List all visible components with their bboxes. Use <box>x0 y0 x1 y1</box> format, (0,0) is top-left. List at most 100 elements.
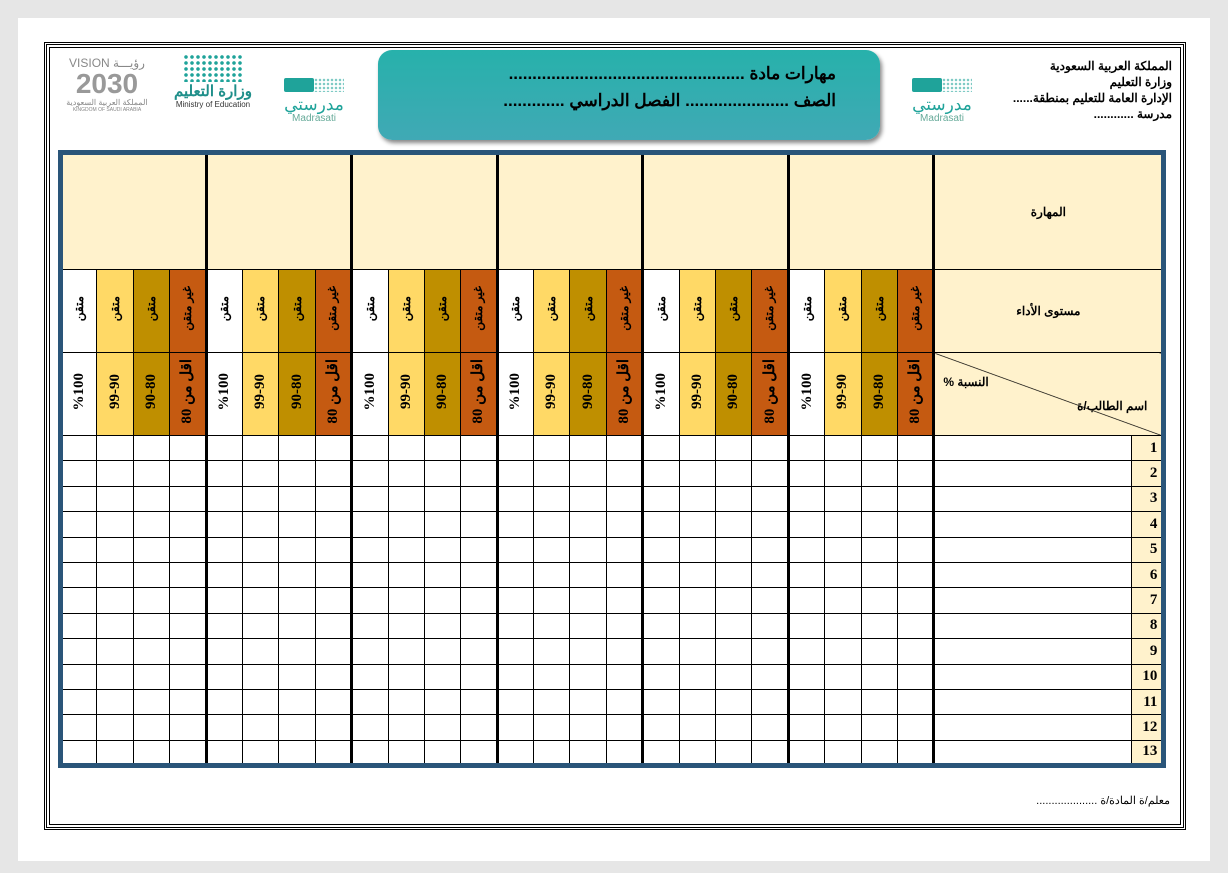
score-cell[interactable] <box>533 434 571 462</box>
score-cell[interactable] <box>132 612 171 640</box>
score-cell[interactable] <box>132 536 171 563</box>
score-cell[interactable] <box>204 612 243 640</box>
score-cell[interactable] <box>860 688 898 716</box>
score-cell[interactable] <box>350 587 389 614</box>
score-cell[interactable] <box>824 485 862 513</box>
score-cell[interactable] <box>132 485 171 513</box>
score-cell[interactable] <box>605 485 644 513</box>
score-cell[interactable] <box>896 460 935 487</box>
score-cell[interactable] <box>278 663 316 690</box>
score-cell[interactable] <box>786 688 826 716</box>
score-cell[interactable] <box>751 714 789 741</box>
score-cell[interactable] <box>460 511 498 538</box>
skill-cell[interactable] <box>495 152 644 270</box>
score-cell[interactable] <box>132 511 171 538</box>
score-cell[interactable] <box>860 485 898 513</box>
score-cell[interactable] <box>641 536 680 563</box>
score-cell[interactable] <box>715 434 753 462</box>
score-cell[interactable] <box>533 485 571 513</box>
score-cell[interactable] <box>751 638 789 665</box>
score-cell[interactable] <box>641 460 680 487</box>
score-cell[interactable] <box>132 460 171 487</box>
score-cell[interactable] <box>314 612 353 640</box>
score-cell[interactable] <box>387 460 425 487</box>
score-cell[interactable] <box>569 561 607 589</box>
score-cell[interactable] <box>241 536 280 563</box>
score-cell[interactable] <box>204 688 243 716</box>
score-cell[interactable] <box>59 714 98 741</box>
score-cell[interactable] <box>278 714 316 741</box>
student-name-cell[interactable] <box>932 460 1133 487</box>
score-cell[interactable] <box>387 688 425 716</box>
score-cell[interactable] <box>896 587 935 614</box>
score-cell[interactable] <box>824 739 862 767</box>
score-cell[interactable] <box>569 460 607 487</box>
score-cell[interactable] <box>59 739 98 767</box>
score-cell[interactable] <box>860 638 898 665</box>
score-cell[interactable] <box>605 511 644 538</box>
score-cell[interactable] <box>641 714 680 741</box>
score-cell[interactable] <box>204 460 243 487</box>
score-cell[interactable] <box>132 434 171 462</box>
score-cell[interactable] <box>824 434 862 462</box>
score-cell[interactable] <box>387 511 425 538</box>
score-cell[interactable] <box>460 485 498 513</box>
score-cell[interactable] <box>824 714 862 741</box>
score-cell[interactable] <box>751 561 789 589</box>
score-cell[interactable] <box>460 638 498 665</box>
score-cell[interactable] <box>569 511 607 538</box>
score-cell[interactable] <box>751 511 789 538</box>
score-cell[interactable] <box>59 612 98 640</box>
score-cell[interactable] <box>678 536 717 563</box>
score-cell[interactable] <box>786 460 826 487</box>
score-cell[interactable] <box>896 739 935 767</box>
score-cell[interactable] <box>751 460 789 487</box>
score-cell[interactable] <box>350 612 389 640</box>
score-cell[interactable] <box>132 739 171 767</box>
score-cell[interactable] <box>715 688 753 716</box>
score-cell[interactable] <box>278 561 316 589</box>
score-cell[interactable] <box>715 485 753 513</box>
score-cell[interactable] <box>460 612 498 640</box>
score-cell[interactable] <box>423 485 462 513</box>
score-cell[interactable] <box>314 638 353 665</box>
score-cell[interactable] <box>96 638 134 665</box>
score-cell[interactable] <box>533 612 571 640</box>
score-cell[interactable] <box>786 663 826 690</box>
student-name-cell[interactable] <box>932 561 1133 589</box>
score-cell[interactable] <box>824 612 862 640</box>
score-cell[interactable] <box>569 434 607 462</box>
score-cell[interactable] <box>460 739 498 767</box>
score-cell[interactable] <box>278 434 316 462</box>
score-cell[interactable] <box>641 561 680 589</box>
score-cell[interactable] <box>314 460 353 487</box>
score-cell[interactable] <box>605 434 644 462</box>
score-cell[interactable] <box>860 434 898 462</box>
score-cell[interactable] <box>350 485 389 513</box>
score-cell[interactable] <box>278 511 316 538</box>
score-cell[interactable] <box>350 714 389 741</box>
student-name-cell[interactable] <box>932 485 1133 513</box>
score-cell[interactable] <box>495 460 535 487</box>
score-cell[interactable] <box>169 561 207 589</box>
score-cell[interactable] <box>678 434 717 462</box>
score-cell[interactable] <box>132 714 171 741</box>
score-cell[interactable] <box>860 714 898 741</box>
score-cell[interactable] <box>495 485 535 513</box>
score-cell[interactable] <box>495 612 535 640</box>
score-cell[interactable] <box>678 663 717 690</box>
score-cell[interactable] <box>605 714 644 741</box>
score-cell[interactable] <box>169 460 207 487</box>
score-cell[interactable] <box>533 663 571 690</box>
score-cell[interactable] <box>59 460 98 487</box>
score-cell[interactable] <box>96 536 134 563</box>
score-cell[interactable] <box>715 714 753 741</box>
score-cell[interactable] <box>59 638 98 665</box>
score-cell[interactable] <box>678 460 717 487</box>
score-cell[interactable] <box>824 663 862 690</box>
score-cell[interactable] <box>204 663 243 690</box>
score-cell[interactable] <box>860 612 898 640</box>
score-cell[interactable] <box>387 663 425 690</box>
score-cell[interactable] <box>132 663 171 690</box>
score-cell[interactable] <box>241 434 280 462</box>
